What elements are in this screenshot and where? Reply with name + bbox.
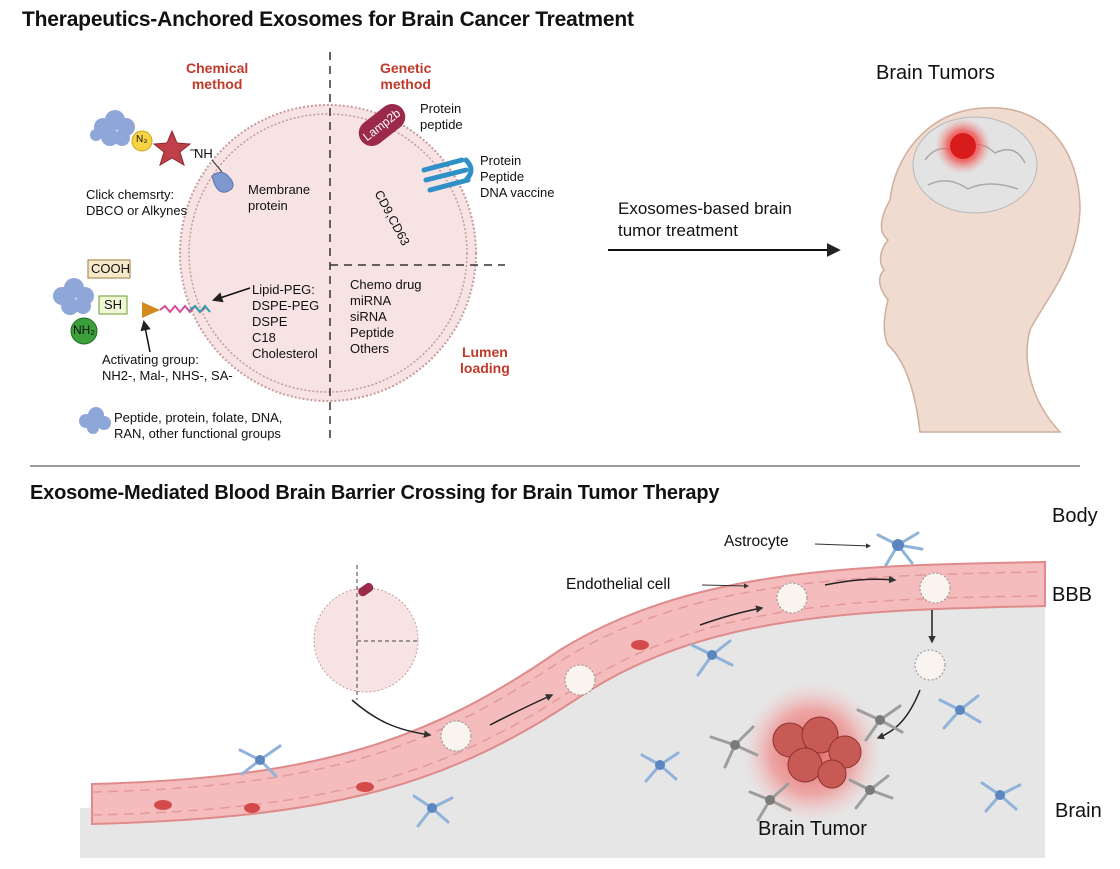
n3-label: N₃	[136, 134, 148, 145]
brain-tumor-label: Brain Tumor	[758, 818, 867, 840]
astrocyte-label: Astrocyte	[724, 533, 789, 550]
exosome-particle-3	[776, 582, 808, 614]
brain-label: Brain	[1055, 800, 1102, 822]
click-chemistry-text: Click chemsrty:DBCO or Alkynes	[86, 187, 188, 218]
path-arrow-3	[699, 605, 764, 626]
nh2-badge	[70, 317, 98, 345]
exosome-particle-5	[914, 649, 946, 681]
exosome-particle-2	[564, 664, 596, 696]
bottom-title: Exosome-Mediated Blood Brain Barrier Cro…	[30, 482, 720, 504]
protein-blob-icon	[90, 110, 135, 146]
astrocyte-cells	[238, 531, 1022, 828]
legend-text: Peptide, protein, folate, DNA,RAN, other…	[114, 410, 283, 441]
cd63-icon	[421, 157, 474, 193]
path-arrow-4	[824, 575, 897, 586]
body-label: Body	[1052, 505, 1098, 527]
top-title: Therapeutics-Anchored Exosomes for Brain…	[22, 8, 634, 31]
protein-cluster-icon	[53, 278, 94, 315]
activating-group-icon	[142, 302, 160, 318]
head-illustration	[878, 107, 1081, 433]
exosome-particle-1	[440, 720, 472, 752]
activating-group-text: Activating group:NH2-, Mal-, NHS-, SA-	[102, 352, 233, 383]
mini-exosome-figure	[313, 565, 419, 700]
n3-badge	[131, 130, 153, 152]
brain-tumors-label: Brain Tumors	[876, 62, 995, 84]
bbb-label: BBB	[1052, 584, 1093, 606]
cooh-box	[87, 259, 131, 279]
exosome-particle-4	[919, 572, 951, 604]
cooh-label: COOH	[91, 261, 130, 276]
endothelial-cell-label: Endothelial cell	[566, 576, 671, 593]
red-blood-cells	[154, 640, 649, 813]
membrane-protein-icon	[211, 172, 234, 193]
neuron-cells	[709, 704, 904, 822]
exosome-membrane	[179, 104, 477, 402]
astrocyte-nuclei	[255, 539, 1005, 813]
endothelial-pointer	[701, 583, 749, 589]
sh-box	[98, 295, 128, 315]
legend-protein-icon	[79, 407, 111, 434]
path-arrow-6	[876, 689, 921, 740]
path-arrow-1	[351, 699, 432, 738]
star-icon	[152, 129, 192, 167]
path-arrow-2	[489, 694, 554, 726]
nh-label: NH	[194, 146, 213, 161]
brain-tumor-cluster	[742, 682, 882, 822]
lamp2b-icon	[358, 103, 406, 147]
astrocyte-pointer	[814, 543, 871, 549]
nh2-label: NH₂	[73, 323, 95, 337]
sh-label: SH	[104, 297, 123, 312]
